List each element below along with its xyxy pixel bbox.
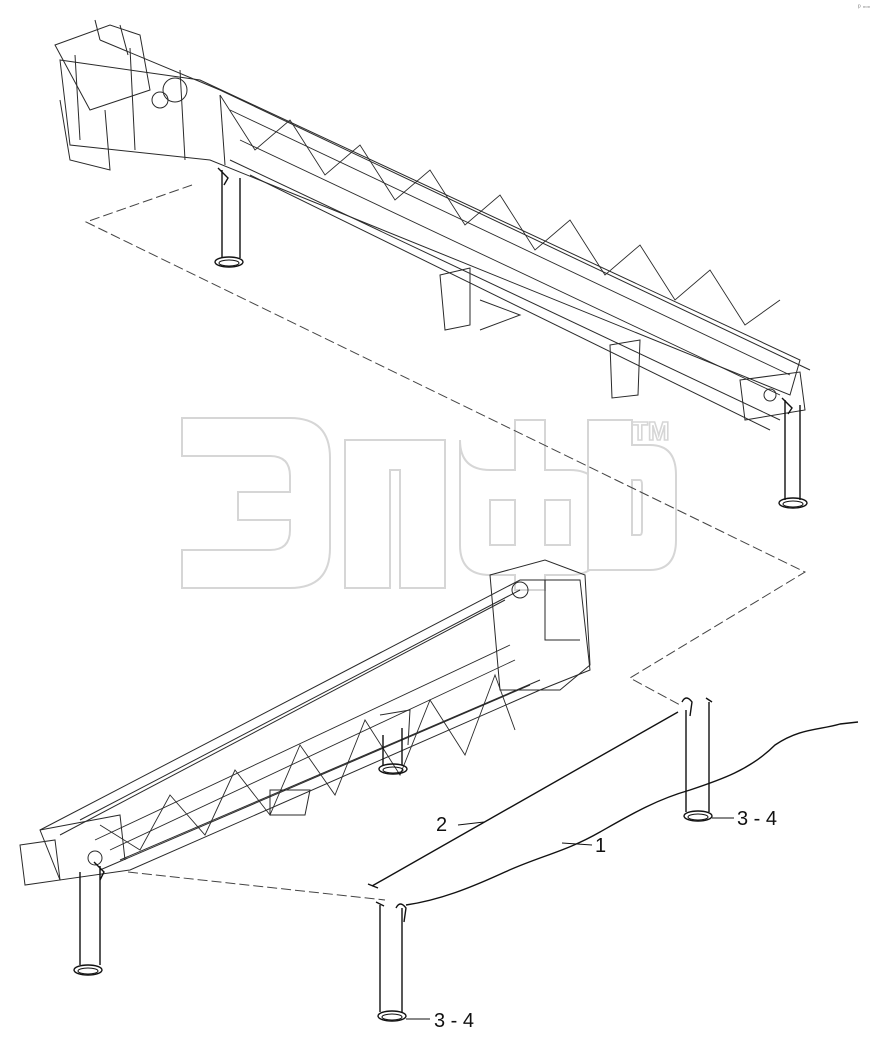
right-ring <box>683 810 713 822</box>
bottom-ring <box>377 1010 407 1022</box>
leader-part-1 <box>561 842 593 846</box>
lower-boom-assembly <box>19 559 591 886</box>
leader-part-2 <box>457 821 485 826</box>
watermark-letter-p <box>344 439 446 589</box>
corner-mark: ᵖ ▫▫▫ <box>858 4 870 11</box>
lower-boom-frame-details <box>19 559 591 886</box>
upper-right-ring <box>778 497 808 509</box>
watermark-letter-b <box>587 419 677 571</box>
right-exploded-hanger <box>681 697 713 822</box>
upper-left-ring <box>214 256 244 268</box>
lower-boom-truss <box>94 644 516 851</box>
callout-parts-3-4-right: 3 - 4 <box>737 808 777 830</box>
watermark-trademark: TM <box>632 416 670 446</box>
upper-boom-frame-details <box>54 19 806 421</box>
upper-left-hanger <box>214 167 244 268</box>
watermark-logo <box>181 417 677 591</box>
watermark-letter-f <box>459 419 601 591</box>
lower-boom-main-beams <box>39 579 591 881</box>
upper-boom-truss <box>219 94 791 396</box>
leader-lines <box>406 817 734 1020</box>
upper-boom-assembly <box>54 19 811 431</box>
lower-middle-ring <box>378 763 408 775</box>
upper-right-hanger <box>778 397 808 509</box>
dashed-line-upper <box>84 184 807 706</box>
dashed-line-lower <box>127 871 386 901</box>
part-2-rod <box>371 711 679 887</box>
callout-part-2: 2 <box>436 814 447 836</box>
watermark-letter-e <box>181 417 331 589</box>
lower-left-ring <box>73 964 103 976</box>
dashed-relation-lines <box>84 184 807 901</box>
callout-parts-3-4-bottom: 3 - 4 <box>434 1010 474 1032</box>
bottom-exploded-hanger <box>375 901 407 1022</box>
upper-boom-main-beams <box>59 39 811 431</box>
lower-middle-hanger <box>378 728 408 775</box>
lower-left-hanger <box>73 861 105 976</box>
part-1-cable <box>405 721 859 906</box>
part-2-rod-end <box>367 883 379 889</box>
callout-part-1: 1 <box>595 835 606 857</box>
